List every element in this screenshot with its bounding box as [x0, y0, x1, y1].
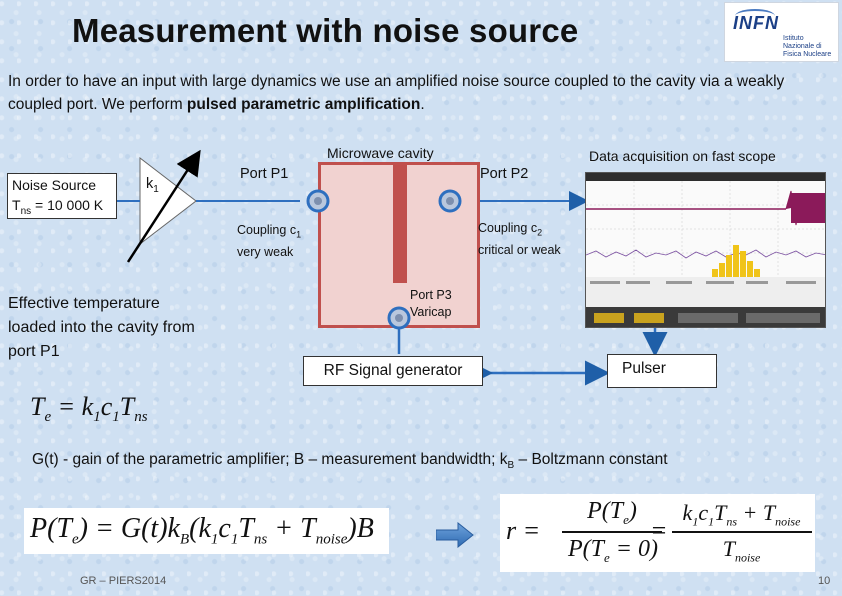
intro-bold: pulsed parametric amplification [186, 96, 421, 113]
effective-temperature-equation: Te = k1c1Tns [30, 392, 148, 426]
amplifier-gain-label: k1 [146, 176, 159, 195]
oscilloscope-traces [586, 173, 825, 327]
microwave-cavity-label: Microwave cavity [327, 145, 434, 161]
cavity-post [393, 165, 407, 283]
port-p2-label: Port P2 [480, 166, 529, 182]
fraction-bar-2 [672, 531, 812, 533]
intro-text-2: . [420, 96, 425, 113]
power-equation: P(Te) = G(t)kB(k1c1Tns + Tnoise)B [30, 513, 374, 548]
effective-temperature-text: Effective temperature loaded into the ca… [8, 295, 195, 360]
logo-subtext: Istituto Nazionale di Fisica Nucleare [783, 35, 832, 58]
ratio-equation-box: r = P(Te) P(Te = 0) = k1c1Tns + Tnoise T… [500, 494, 815, 572]
page-number: 10 [818, 575, 831, 587]
coupling-c1-label: Coupling c1 very weak [237, 223, 302, 259]
ratio-denominator-2: Tnoise [722, 536, 761, 565]
power-equation-box: P(Te) = G(t)kB(k1c1Tns + Tnoise)B [24, 508, 389, 554]
intro-text-1: In order to have an input with large dyn… [8, 73, 785, 113]
logo-swoosh-icon [735, 9, 775, 23]
ratio-numerator-1: P(Te) [587, 498, 637, 527]
logo-text: INFN [733, 13, 779, 33]
ratio-denominator-1: P(Te = 0) [568, 536, 658, 565]
ratio-r: r = [506, 516, 541, 545]
fraction-bar-1 [562, 531, 662, 533]
port-p1-label: Port P1 [240, 166, 289, 182]
port-p3-label: Port P3 Varicap [410, 288, 452, 319]
parameters-description: G(t) - gain of the parametric amplifier;… [32, 451, 668, 472]
implication-arrow-icon [436, 522, 474, 548]
oscilloscope-screenshot [585, 172, 826, 328]
infn-logo: INFN Istituto Nazionale di Fisica Nuclea… [724, 2, 839, 62]
noise-source-label: Noise Source [12, 177, 97, 193]
ratio-equals: = [650, 516, 668, 545]
pulser-box: Pulser [607, 354, 717, 388]
amplifier-gain-arrow [126, 149, 201, 263]
coupling-c2-label: Coupling c2 critical or weak [478, 221, 561, 257]
scope-title: Data acquisition on fast scope [589, 148, 776, 164]
microwave-cavity [318, 162, 480, 328]
intro-paragraph: In order to have an input with large dyn… [8, 70, 838, 116]
ratio-numerator-2: k1c1Tns + Tnoise [682, 500, 801, 529]
footer-text: GR – PIERS2014 [80, 575, 167, 587]
noise-temp: Tns = 10 000 K [12, 197, 104, 217]
rf-signal-generator-box: RF Signal generator [303, 356, 483, 386]
noise-source-box: Noise Source Tns = 10 000 K [7, 173, 117, 219]
page-title: Measurement with noise source [72, 12, 579, 49]
